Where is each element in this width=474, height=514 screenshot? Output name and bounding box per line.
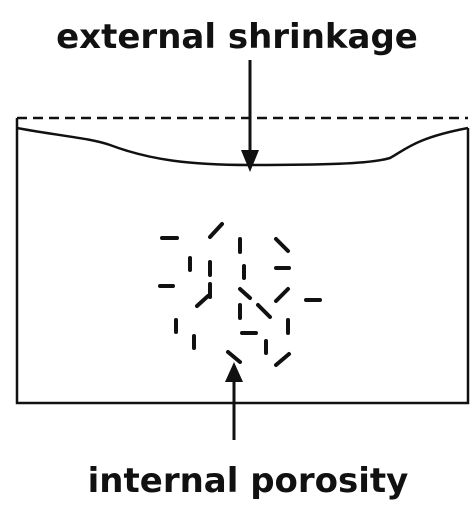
shrinkage-arrow-head bbox=[241, 150, 259, 172]
porosity-voids bbox=[158, 222, 322, 367]
casting-body-outline bbox=[15, 118, 470, 405]
pore bbox=[208, 222, 224, 239]
external-shrinkage-label: external shrinkage bbox=[56, 17, 418, 57]
shrunk-top-surface bbox=[16, 126, 469, 167]
pore bbox=[195, 294, 210, 308]
pore bbox=[274, 237, 290, 253]
pore bbox=[226, 350, 242, 364]
pore bbox=[238, 287, 252, 300]
pore bbox=[274, 287, 290, 303]
internal-porosity-label: internal porosity bbox=[88, 461, 409, 501]
porosity-arrow-head bbox=[225, 362, 243, 382]
pore bbox=[274, 352, 291, 367]
pore bbox=[256, 303, 272, 319]
